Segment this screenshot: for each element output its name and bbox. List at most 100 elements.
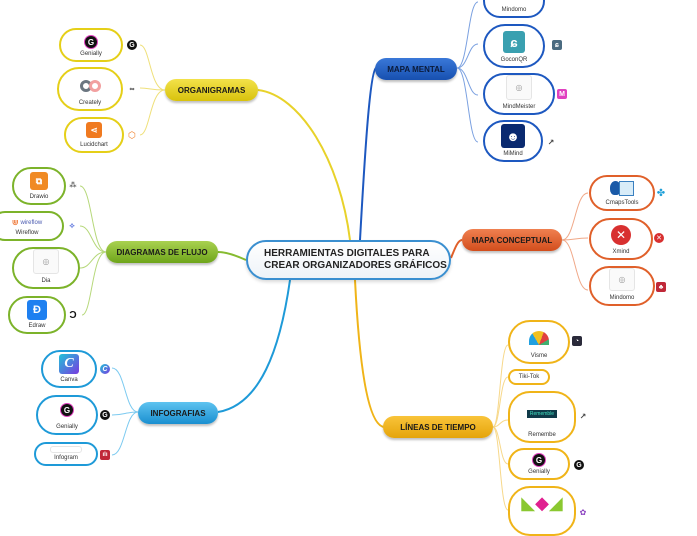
leaf-label: Creately [78,100,102,106]
topic-mapa-conceptual[interactable]: MAPA CONCEPTUAL [462,229,562,251]
leaf-mimind[interactable]: ☻ MiMind [483,120,543,162]
creately-link-icon[interactable]: ∞ [129,85,135,93]
wireflow-logo-icon: ⋓ wireflow [11,218,43,227]
link-organigramas [257,89,351,241]
leaf-lucidchart[interactable]: ⋖ Lucidchart [64,117,124,153]
leaf-label: Genially [528,469,550,475]
link-mapa-mental [359,67,377,241]
link-mapa-conceptual [450,239,463,259]
central-line-1: HERRAMIENTAS DIGITALES PARA [264,248,430,259]
topic-label: LÍNEAS DE TIEMPO [400,422,476,432]
leaf-mindomo-mc[interactable]: ◎ Mindomo [589,266,655,306]
leaf-label: Genially [56,424,78,430]
canva-link-icon[interactable]: C [100,364,110,374]
leaf-creately[interactable]: Creately [57,67,123,111]
mimind-logo-icon: ☻ [501,124,525,148]
leaf-label: Remembe [528,432,556,438]
leaf-mindmeister[interactable]: ◎ MindMeister [483,73,555,115]
image-placeholder-icon: ◎ [506,75,532,100]
leaf-label: GoconQR [500,57,528,63]
leaf-label: MiMind [503,151,523,157]
leaf-label: MindMeister [502,104,536,110]
leaf-label: Canva [60,377,78,383]
external-link-icon[interactable]: ↗ [547,137,555,147]
leaf-label: Mindomo [609,295,635,301]
crane-link-icon[interactable]: ✿ [579,507,587,517]
leaf-drawio[interactable]: ⧉ Drawio [12,167,66,205]
crane-logo-icon: ◣◆◢ [521,493,563,513]
leaf-dia[interactable]: ◎ Dia [12,247,80,289]
link-lineas [354,279,385,428]
genially-logo-icon: G [61,404,73,416]
link-infografias [217,279,291,413]
leaf-edraw[interactable]: Ð Edraw [8,296,66,334]
genially-logo-icon: G [85,36,97,48]
leaf-goconqr[interactable]: ɕ GoconQR [483,24,545,68]
mindomo-link-icon[interactable]: ♣ [656,282,666,292]
leaf-label: Infogram [54,455,78,461]
image-placeholder-icon: ◎ [33,249,59,274]
leaf-genially-lt[interactable]: G Genially [508,448,570,480]
edraw-logo-icon: Ð [27,300,47,320]
leaf-label: Edraw [28,323,46,329]
rememble-logo-icon: Rememble [526,410,558,418]
visme-logo-icon [529,331,549,345]
leaf-label: Drawio [29,194,49,200]
topic-label: MAPA MENTAL [387,64,445,74]
drawio-link-icon[interactable]: ⁂ [69,182,77,189]
leaf-visme[interactable]: Visme [508,320,570,364]
canva-logo-icon: C [59,354,79,374]
topic-lineas-de-tiempo[interactable]: LÍNEAS DE TIEMPO [383,416,493,438]
leaf-label: Tiki-Tok [518,374,540,380]
genially-link-icon[interactable]: G [127,40,137,50]
topic-label: ORGANIGRAMAS [177,85,246,95]
genially-link-icon[interactable]: G [574,460,584,470]
leaf-label: Lucidchart [80,142,108,148]
leaf-origami-crane[interactable]: ◣◆◢ [508,486,576,536]
topic-label: MAPA CONCEPTUAL [471,235,553,245]
leaf-cmapstools[interactable]: CmapsTools [589,175,655,211]
leaf-genially-org[interactable]: G Genially [59,28,123,62]
xmind-logo-icon: ✕ [611,225,631,245]
topic-organigramas[interactable]: ORGANIGRAMAS [165,79,258,101]
wireflow-link-icon[interactable]: ⟡ [69,221,75,230]
xmind-link-icon[interactable]: ✕ [654,233,664,243]
genially-logo-icon: G [533,454,545,466]
leaf-xmind[interactable]: ✕ Xmind [589,218,653,260]
leaf-genially-info[interactable]: G Genially [36,395,98,435]
goconqr-link-icon[interactable]: ɕ [552,40,562,50]
cmapstools-link-icon[interactable]: ✤ [656,187,666,199]
genially-link-icon[interactable]: G [100,410,110,420]
topic-label: DIAGRAMAS DE FLUJO [116,247,208,257]
creately-logo-icon [79,80,101,92]
leaf-mindomo-mm[interactable]: Mindomo [483,0,545,18]
external-link-icon[interactable]: ↗ [579,411,587,421]
cmapstools-logo-icon [610,181,634,196]
visme-link-icon[interactable]: ◔ [572,336,582,346]
leaf-label: Dia [41,278,51,284]
goconqr-logo-icon: ɕ [503,31,525,53]
leaf-canva[interactable]: C Canva [41,350,97,388]
leaf-infogram[interactable]: Infogram [34,442,98,466]
lucidchart-link-icon[interactable]: ⬡ [128,129,136,140]
topic-diagramas-de-flujo[interactable]: DIAGRAMAS DE FLUJO [106,241,218,263]
topic-infografias[interactable]: INFOGRAFIAS [138,402,218,424]
topic-label: INFOGRAFIAS [150,408,206,418]
leaf-label: Genially [80,51,102,57]
central-topic[interactable]: HERRAMIENTAS DIGITALES PARA CREAR ORGANI… [246,240,451,280]
leaf-wireflow[interactable]: ⋓ wireflow Wireflow [0,211,64,241]
image-placeholder-icon: ◎ [609,268,635,291]
leaf-rememble[interactable]: Rememble Remembe [508,391,576,443]
mindmeister-link-icon[interactable]: M [557,89,567,99]
infogram-link-icon[interactable]: ılı [100,450,110,460]
connector-lines [79,1,589,511]
leaf-label: CmapsTools [605,200,639,206]
leaf-label: Visme [530,353,548,359]
leaf-label: Xmind [612,249,630,255]
topic-mapa-mental[interactable]: MAPA MENTAL [375,58,457,80]
edraw-link-icon[interactable]: Ɔ [69,309,77,321]
leaf-label: Mindomo [501,7,527,13]
image-placeholder-icon [50,446,82,453]
leaf-tiki-tok[interactable]: Tiki-Tok [508,369,550,385]
leaf-label: Wireflow [15,230,39,236]
